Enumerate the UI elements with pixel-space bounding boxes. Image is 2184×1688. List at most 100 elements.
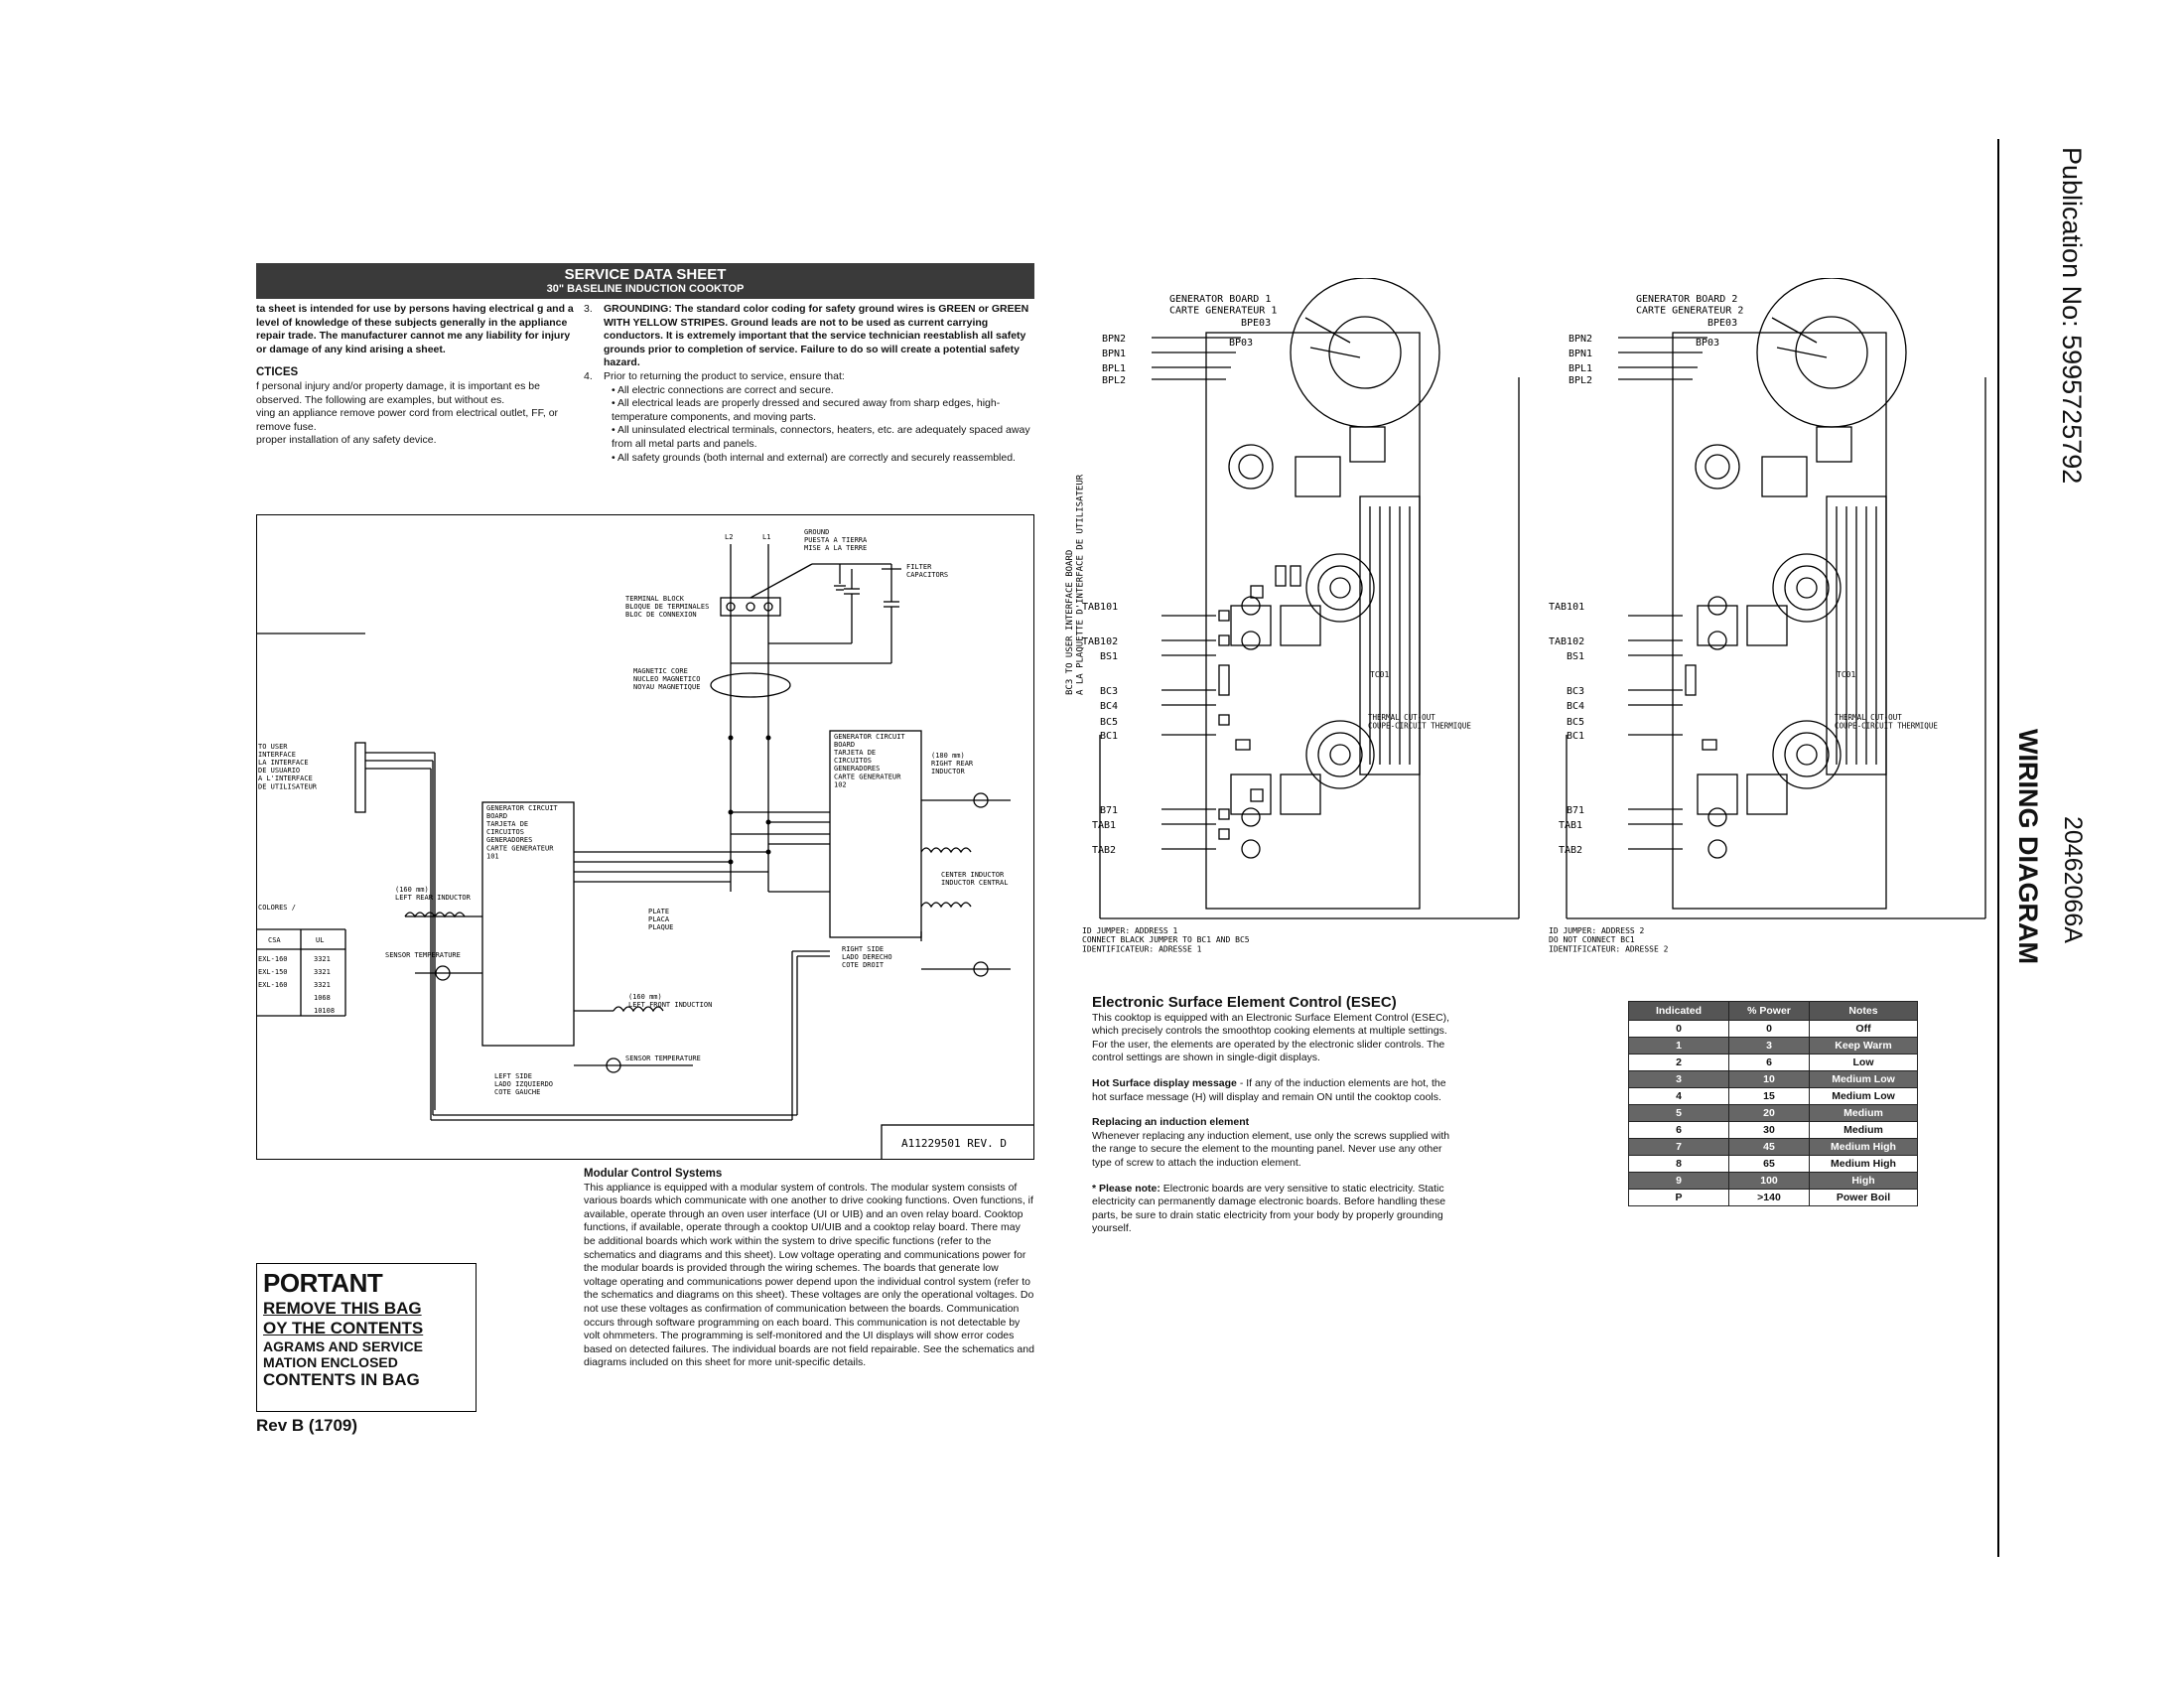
intro-text: ta sheet is intended for use by persons …: [256, 303, 574, 355]
cell: 4: [1628, 1087, 1729, 1105]
modular-title: Modular Control Systems: [584, 1168, 723, 1180]
board2-tab1: TAB1: [1559, 820, 1582, 831]
grounding-num: 3.: [584, 303, 593, 315]
cell: Medium: [1809, 1121, 1918, 1139]
safety-item-1: ving an appliance remove power cord from…: [256, 407, 559, 433]
cell: P: [1628, 1189, 1729, 1206]
board1-bpl1: BPL1: [1102, 363, 1126, 374]
cell: High: [1809, 1172, 1918, 1190]
cell: 3: [1728, 1037, 1810, 1055]
ul-row-5: 10108: [314, 1007, 335, 1015]
cell: 3: [1628, 1070, 1729, 1088]
cell: 6: [1728, 1054, 1810, 1071]
board2-bpl1: BPL1: [1569, 363, 1592, 374]
cell: Medium Low: [1809, 1087, 1918, 1105]
cell: 7: [1628, 1138, 1729, 1156]
board1-bc5: BC5: [1100, 717, 1118, 728]
board1-b71: B71: [1100, 805, 1118, 816]
board2-bc1: BC1: [1567, 731, 1584, 742]
csa-row-2: EXL-150: [258, 968, 288, 976]
sheet-title: SERVICE DATA SHEET: [564, 266, 727, 283]
board2-b71: B71: [1567, 805, 1584, 816]
prior-bullet-3: • All uninsulated electrical terminals, …: [612, 424, 1030, 450]
cell: 1: [1628, 1037, 1729, 1055]
board2-bc5: BC5: [1567, 717, 1584, 728]
board2-bp03: BP03: [1696, 338, 1719, 349]
board2-bpe03: BPE03: [1707, 318, 1737, 329]
esec-title: Electronic Surface Element Control (ESEC…: [1092, 994, 1397, 1011]
board2-bpl2: BPL2: [1569, 375, 1592, 386]
board1-tab2: TAB2: [1092, 845, 1116, 856]
board1-bc1: BC1: [1100, 731, 1118, 742]
esec-section: Electronic Surface Element Control (ESEC…: [1092, 994, 1457, 1248]
cell: 10: [1728, 1070, 1810, 1088]
important-notice: PORTANT REMOVE THIS BAG OY THE CONTENTS …: [256, 1263, 477, 1412]
modular-control-section: Modular Control Systems This appliance i…: [584, 1168, 1034, 1370]
intro-column: ta sheet is intended for use by persons …: [256, 303, 574, 448]
board2-bc4: BC4: [1567, 701, 1584, 712]
cell: 2: [1628, 1054, 1729, 1071]
col-power: % Power: [1728, 1001, 1810, 1021]
wiring-diagram-title: WIRING DIAGRAM: [2013, 729, 2043, 964]
important-line-5: CONTENTS IN BAG: [263, 1370, 420, 1389]
cell: 6: [1628, 1121, 1729, 1139]
cell: Medium High: [1809, 1155, 1918, 1173]
esec-para-1: This cooktop is equipped with an Electro…: [1092, 1011, 1450, 1064]
revision-label: Rev B (1709): [256, 1416, 358, 1435]
esec-para-2-text: - If any of the induction elements are h…: [1092, 1076, 1446, 1103]
esec-para-2: Hot Surface display message - If any of …: [1092, 1077, 1457, 1104]
cell: Power Boil: [1809, 1189, 1918, 1206]
prior-num: 4.: [584, 369, 593, 382]
cell: >140: [1728, 1189, 1810, 1206]
modular-text: This appliance is equipped with a modula…: [584, 1181, 1034, 1369]
grounding-text: GROUNDING: The standard color coding for…: [604, 303, 1029, 369]
important-line-4: MATION ENCLOSED: [263, 1354, 398, 1370]
cell: 8: [1628, 1155, 1729, 1173]
safety-heading: CTICES: [256, 366, 299, 379]
vertical-rule: [1997, 139, 1999, 1557]
prior-bullet-2: • All electrical leads are properly dres…: [612, 397, 1001, 423]
board1-bpe03: BPE03: [1241, 318, 1271, 329]
esec-para-3-title: Replacing an induction element: [1092, 1116, 1250, 1129]
label-ul: UL: [316, 936, 324, 944]
important-line-3: AGRAMS AND SERVICE: [263, 1338, 424, 1354]
grounding-item: 3. GROUNDING: The standard color coding …: [584, 303, 1034, 370]
board1-tab1: TAB1: [1092, 820, 1116, 831]
schematic-frame: [256, 514, 1034, 1160]
cell: Medium High: [1809, 1138, 1918, 1156]
cell: 20: [1728, 1104, 1810, 1122]
precautions-column: 3. GROUNDING: The standard color coding …: [584, 303, 1034, 465]
board1-tc01: TC01: [1370, 670, 1389, 679]
cell: 5: [1628, 1104, 1729, 1122]
prior-bullet-1: • All electric connections are correct a…: [612, 383, 834, 396]
board2-bpn2: BPN2: [1569, 334, 1592, 345]
label-l1: L1: [762, 533, 770, 541]
col-notes: Notes: [1809, 1001, 1918, 1021]
cell: 9: [1628, 1172, 1729, 1190]
safety-item-2: proper installation of any safety device…: [256, 434, 437, 447]
board1-bpn1: BPN1: [1102, 349, 1126, 359]
label-sensor-front: SENSOR TEMPERATURE: [625, 1055, 701, 1062]
esec-para-2-title: Hot Surface display message: [1092, 1076, 1237, 1089]
csa-row-3: EXL-160: [258, 981, 288, 989]
prior-text: Prior to returning the product to servic…: [604, 369, 845, 382]
